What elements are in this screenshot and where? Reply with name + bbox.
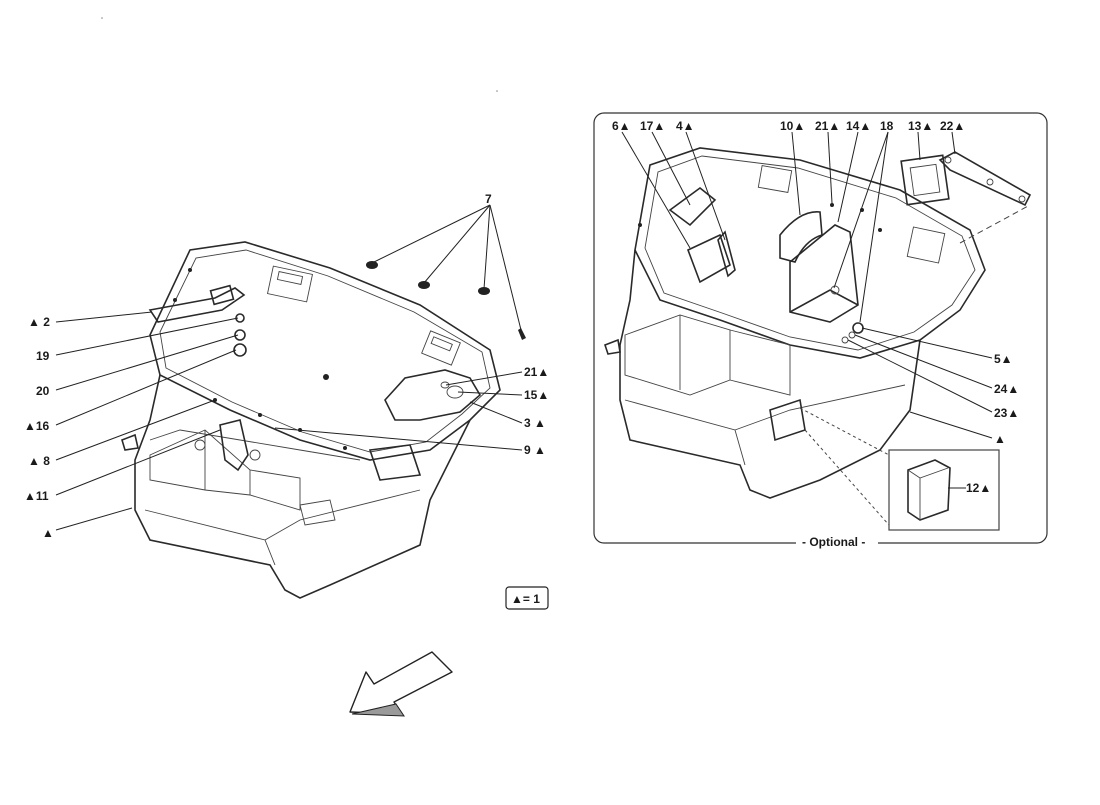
callout-14: 14▲ [846,119,871,133]
left-trunk-illustration [121,241,501,599]
callout-18: 18 [880,119,894,133]
callout-20: 20 [36,384,50,398]
callout-16: ▲16 [24,419,50,433]
callout-11: ▲11 [24,489,49,503]
clip-set-7 [366,261,526,340]
legend-text: ▲= 1 [511,592,540,606]
callout-3: 3 ▲ [524,416,546,430]
callout-19: 19 [36,349,50,363]
optional-module-inset [799,204,1031,531]
callout-24: 24▲ [994,382,1019,396]
direction-arrow-icon [349,651,453,717]
left-leader-lines [55,204,523,531]
right-trunk-illustration [603,147,1032,499]
callout-2: ▲ 2 [28,315,50,329]
right-callouts: 6▲ 17▲ 4▲ 10▲ 21▲ 14▲ 18 13▲ 22▲ 5▲ 24▲ … [612,119,1019,495]
legend: ▲= 1 [505,586,549,610]
callout-10: 10▲ [780,119,805,133]
callout-22: 22▲ [940,119,965,133]
callout-6: 6▲ [612,119,631,133]
callout-7: 7 [485,192,492,206]
callout-23: 23▲ [994,406,1019,420]
callout-15: 15▲ [524,388,549,402]
callout-8: ▲ 8 [28,454,50,468]
callout-triangle-right: ▲ [994,432,1006,446]
optional-panel: - Optional - [593,112,1048,549]
callout-12: 12▲ [966,481,991,495]
callout-21-left: 21▲ [524,365,549,379]
callout-21-right: 21▲ [815,119,840,133]
callout-13: 13▲ [908,119,933,133]
callout-17: 17▲ [640,119,665,133]
right-leader-lines [621,131,993,489]
left-callouts: 7 ▲ 2 19 20 ▲16 ▲ 8 ▲11 ▲ 21▲ 15▲ 3 ▲ 9 … [24,192,549,540]
module-inset-box [888,449,1000,531]
callout-9: 9 ▲ [524,443,546,457]
optional-panel-frame [593,112,1048,544]
callout-triangle-left: ▲ [42,526,54,540]
callout-5: 5▲ [994,352,1013,366]
callout-4: 4▲ [676,119,695,133]
optional-caption: - Optional - [802,535,865,549]
